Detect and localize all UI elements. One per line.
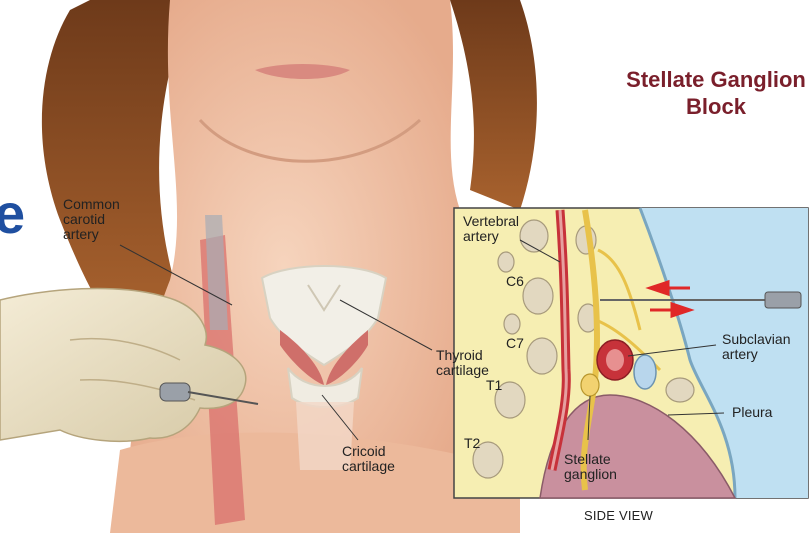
diagram-title: Stellate Ganglion Block: [596, 66, 812, 120]
edge-letter-e: e: [0, 186, 25, 242]
label-pleura: Pleura: [732, 405, 772, 420]
label-t2: T2: [464, 436, 480, 451]
label-vertebral-artery: Vertebral artery: [463, 214, 519, 244]
label-subclavian-artery: Subclavian artery: [722, 332, 791, 362]
label-thyroid-cartilage: Thyroid cartilage: [436, 348, 489, 378]
label-t1: T1: [486, 378, 502, 393]
label-common-carotid-artery: Common carotid artery: [63, 197, 120, 242]
syringe-hub: [160, 383, 190, 401]
hair-right: [450, 0, 537, 210]
side-view-caption: SIDE VIEW: [584, 508, 653, 523]
hair-left: [42, 0, 180, 320]
label-stellate-ganglion: Stellate ganglion: [564, 452, 617, 482]
label-cricoid-cartilage: Cricoid cartilage: [342, 444, 395, 474]
label-c7: C7: [506, 336, 524, 351]
label-c6: C6: [506, 274, 524, 289]
